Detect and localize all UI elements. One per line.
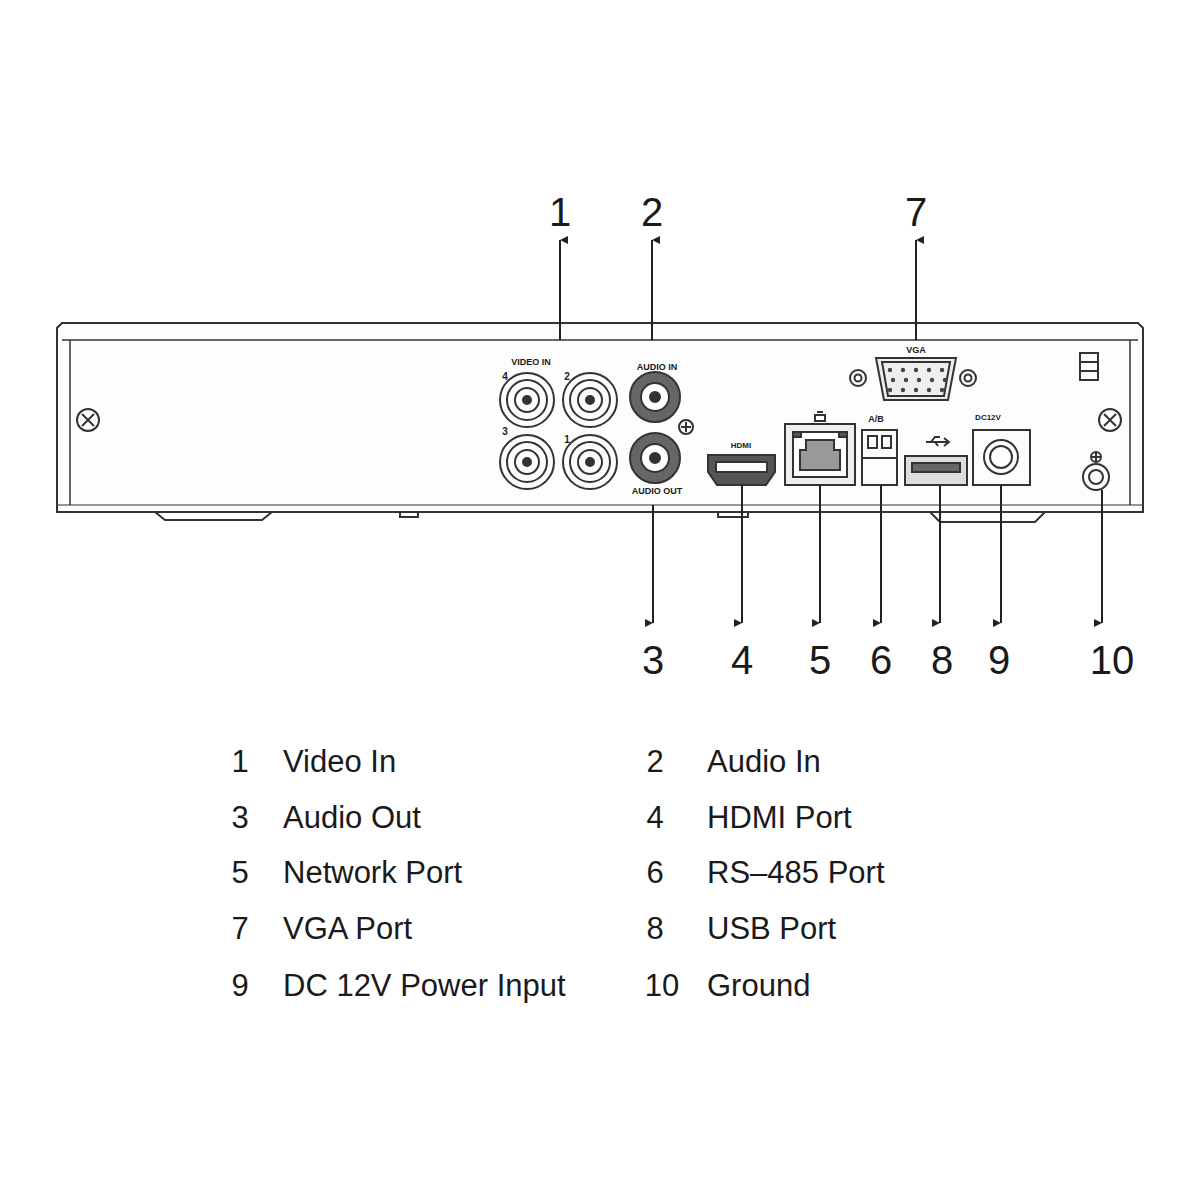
table-cell: USB Port: [707, 913, 836, 944]
panel-label: DC12V: [975, 414, 1001, 422]
table-cell: Video In: [283, 746, 396, 777]
callout-number: 8: [931, 640, 953, 680]
panel-label: AUDIO OUT: [632, 487, 683, 496]
callout-number: 7: [905, 192, 927, 232]
table-cell: Ground: [707, 970, 810, 1001]
table-cell: 4: [646, 802, 663, 833]
callout-number: 2: [641, 192, 663, 232]
channel-number: 1: [564, 435, 570, 445]
callout-number: 5: [809, 640, 831, 680]
table-cell: RS–485 Port: [707, 857, 885, 888]
callout-number: 3: [642, 640, 664, 680]
callout-number: 4: [731, 640, 753, 680]
table-cell: Network Port: [283, 857, 462, 888]
table-cell: 7: [231, 913, 248, 944]
panel-label: AUDIO IN: [637, 363, 678, 372]
table-cell: 2: [646, 746, 663, 777]
channel-number: 4: [502, 372, 508, 382]
table-cell: VGA Port: [283, 913, 412, 944]
table-cell: DC 12V Power Input: [283, 970, 566, 1001]
table-cell: 8: [646, 913, 663, 944]
panel-label: VGA: [906, 346, 926, 355]
panel-label: VIDEO IN: [511, 358, 551, 367]
table-cell: 10: [645, 970, 679, 1001]
callout-number: 9: [988, 640, 1010, 680]
table-cell: 3: [231, 802, 248, 833]
panel-label: A/B: [868, 415, 884, 424]
table-cell: Audio Out: [283, 802, 421, 833]
table-cell: HDMI Port: [707, 802, 852, 833]
table-cell: 5: [231, 857, 248, 888]
table-cell: 9: [231, 970, 248, 1001]
table-cell: 1: [231, 746, 248, 777]
channel-number: 3: [502, 427, 508, 437]
panel-label: HDMI: [731, 442, 751, 450]
callout-number: 6: [870, 640, 892, 680]
channel-number: 2: [564, 372, 570, 382]
table-cell: Audio In: [707, 746, 821, 777]
table-cell: 6: [646, 857, 663, 888]
callout-number: 10: [1090, 640, 1135, 680]
callout-number: 1: [549, 192, 571, 232]
